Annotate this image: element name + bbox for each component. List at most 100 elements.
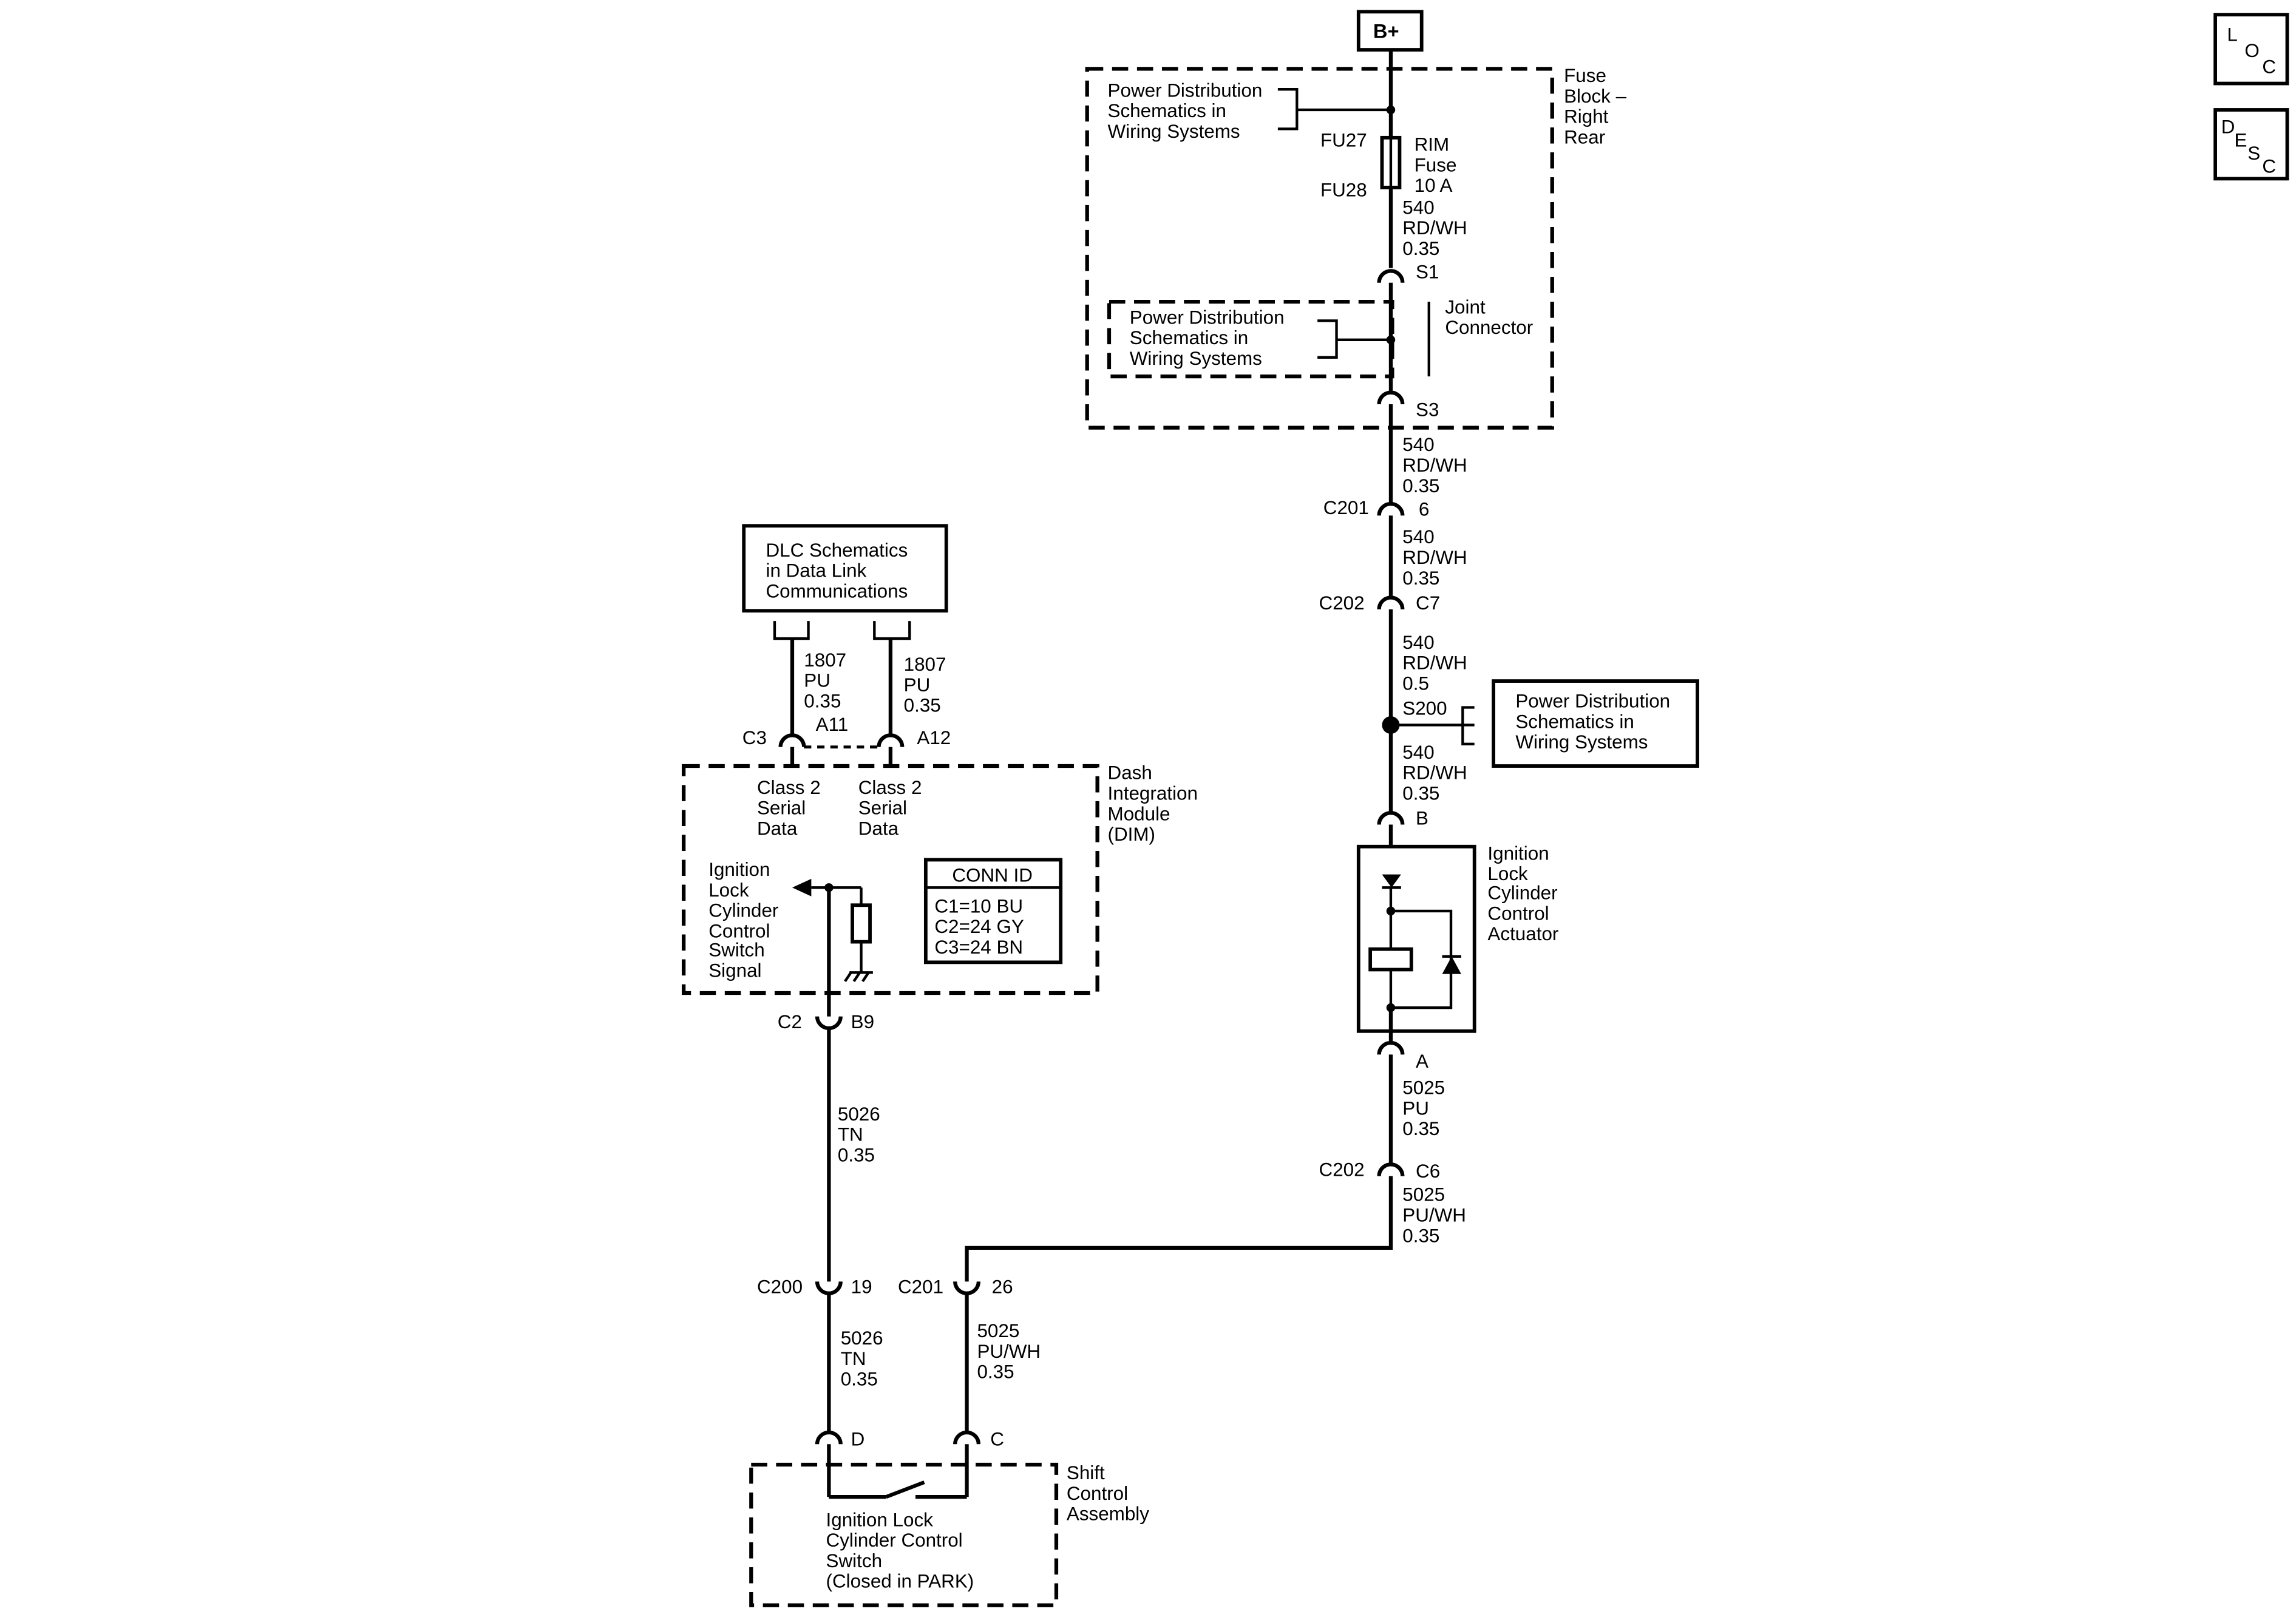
desc-button-d: D — [2221, 117, 2235, 138]
connector-c2-b9 — [815, 1016, 843, 1031]
svg-text:Block –: Block – — [1564, 86, 1627, 107]
svg-text:5026: 5026 — [841, 1327, 883, 1349]
svg-text:Schematics in: Schematics in — [1108, 100, 1226, 121]
svg-text:Fuse: Fuse — [1564, 65, 1606, 86]
svg-text:Ignition: Ignition — [708, 859, 770, 880]
conn-id-table: CONN ID C1=10 BU C2=24 GY C3=24 BN — [923, 858, 1063, 964]
connector-pin-a-label: A — [1416, 1051, 1428, 1072]
loc-button-o: O — [2244, 40, 2259, 61]
svg-text:Power Distribution: Power Distribution — [1108, 80, 1263, 101]
svg-text:Ignition: Ignition — [1487, 842, 1549, 864]
connector-s1 — [1377, 269, 1405, 283]
conn-id-row-2: C2=24 GY — [934, 916, 1024, 937]
dim-class2-right: Class 2 Serial Data — [858, 777, 922, 839]
svg-text:Schematics in: Schematics in — [1130, 327, 1248, 348]
svg-text:TN: TN — [838, 1124, 863, 1145]
svg-text:Switch: Switch — [826, 1550, 882, 1571]
connector-s1-label: S1 — [1416, 261, 1439, 282]
battery-source: B+ — [1356, 10, 1424, 52]
svg-text:Wiring Systems: Wiring Systems — [1515, 731, 1648, 753]
svg-text:540: 540 — [1402, 632, 1434, 653]
fuse-block-pd-reference[interactable]: Power Distribution Schematics in Wiring … — [1108, 80, 1396, 142]
desc-button-s: S — [2247, 143, 2260, 164]
wire-5025-label-c: 5025 PU/WH 0.35 — [977, 1320, 1041, 1383]
fuse-out-label: FU28 — [1320, 179, 1367, 200]
svg-text:Cylinder: Cylinder — [1487, 883, 1557, 904]
wire-5025-crossover — [965, 1176, 1393, 1282]
svg-text:Rear: Rear — [1564, 126, 1605, 147]
svg-text:Fuse: Fuse — [1415, 154, 1457, 175]
wire-5026-label-a: 5026 TN 0.35 — [838, 1103, 880, 1166]
joint-pd-reference[interactable]: Power Distribution Schematics in Wiring … — [1130, 307, 1396, 369]
svg-text:Ignition Lock: Ignition Lock — [826, 1509, 934, 1530]
connector-a11-label: A11 — [816, 714, 849, 735]
wire-1807-label-a: 1807 PU 0.35 — [804, 649, 846, 712]
svg-text:Integration: Integration — [1108, 783, 1198, 804]
svg-text:0.35: 0.35 — [1402, 475, 1439, 497]
svg-text:Control: Control — [1487, 903, 1549, 924]
svg-text:Switch: Switch — [708, 940, 764, 961]
svg-text:(Closed in PARK): (Closed in PARK) — [826, 1571, 974, 1592]
svg-text:RD/WH: RD/WH — [1402, 455, 1467, 476]
ignition-lock-switch-label: Ignition Lock Cylinder Control Switch (C… — [826, 1509, 974, 1592]
svg-text:Wiring Systems: Wiring Systems — [1130, 348, 1262, 369]
svg-text:PU: PU — [904, 674, 931, 696]
connector-c201-label-b: C201 — [898, 1276, 943, 1298]
connector-c201-6 — [1377, 502, 1405, 516]
svg-text:540: 540 — [1402, 434, 1434, 455]
rim-fuse — [1380, 135, 1402, 189]
shift-control-name: Shift Control Assembly — [1067, 1462, 1149, 1525]
connector-pin-26: 26 — [992, 1276, 1013, 1298]
desc-button-e: E — [2235, 129, 2247, 151]
connector-s3-label: S3 — [1416, 399, 1439, 420]
splice-s200-label: S200 — [1402, 698, 1447, 719]
s200-pd-reference[interactable]: Power Distribution Schematics in Wiring … — [1492, 679, 1699, 768]
dlc-reference[interactable]: DLC Schematics in Data Link Communicatio… — [742, 524, 948, 613]
svg-text:0.35: 0.35 — [1402, 238, 1439, 259]
fuse-block-outline — [1085, 67, 1554, 430]
connector-a12-label: A12 — [917, 727, 951, 748]
connector-a11 — [778, 733, 806, 747]
loc-button-l: L — [2227, 24, 2237, 46]
svg-text:5026: 5026 — [838, 1103, 880, 1125]
svg-text:Class 2: Class 2 — [757, 777, 821, 798]
svg-text:Wiring Systems: Wiring Systems — [1108, 121, 1240, 142]
wire-5025-label-a: 5025 PU 0.35 — [1402, 1077, 1445, 1140]
connector-pin-b-label: B — [1416, 808, 1428, 829]
loc-button[interactable]: L O C — [2213, 13, 2289, 86]
svg-text:Control: Control — [1067, 1483, 1128, 1504]
svg-text:Connector: Connector — [1445, 317, 1533, 338]
svg-text:Cylinder Control: Cylinder Control — [826, 1530, 963, 1551]
connector-pin-d — [815, 1430, 843, 1445]
svg-text:(DIM): (DIM) — [1108, 824, 1155, 845]
svg-text:PU: PU — [1402, 1097, 1429, 1119]
svg-text:5025: 5025 — [977, 1320, 1019, 1341]
svg-text:0.35: 0.35 — [838, 1145, 875, 1166]
svg-text:5025: 5025 — [1402, 1184, 1445, 1205]
connector-c202-label-a: C202 — [1319, 592, 1365, 614]
svg-text:1807: 1807 — [804, 649, 846, 671]
svg-text:RD/WH: RD/WH — [1402, 762, 1467, 784]
dim-outline — [682, 764, 1099, 995]
actuator-label: Ignition Lock Cylinder Control Actuator — [1487, 842, 1558, 944]
wire-5026-label-b: 5026 TN 0.35 — [841, 1327, 883, 1390]
conn-id-title: CONN ID — [952, 865, 1033, 886]
connector-c200-label: C200 — [757, 1276, 803, 1298]
svg-text:Data: Data — [858, 818, 899, 839]
svg-text:Signal: Signal — [708, 960, 761, 981]
svg-text:Actuator: Actuator — [1487, 923, 1558, 944]
svg-text:Serial: Serial — [757, 798, 806, 819]
svg-text:TN: TN — [841, 1348, 866, 1369]
svg-text:Assembly: Assembly — [1067, 1503, 1149, 1525]
connector-c2-label: C2 — [778, 1011, 802, 1032]
dim-switch-signal-label: Ignition Lock Cylinder Control Switch Si… — [708, 859, 778, 981]
svg-text:0.35: 0.35 — [977, 1361, 1014, 1383]
desc-button[interactable]: D E S C — [2213, 108, 2289, 181]
svg-text:Data: Data — [757, 818, 798, 839]
connector-b9-label: B9 — [851, 1011, 874, 1032]
svg-text:Power Distribution: Power Distribution — [1515, 691, 1670, 712]
fuse-in-label: FU27 — [1320, 129, 1367, 151]
dim-name: Dash Integration Module (DIM) — [1108, 762, 1198, 845]
s200-branch — [1390, 706, 1475, 745]
connector-pin-d-label: D — [851, 1429, 865, 1450]
